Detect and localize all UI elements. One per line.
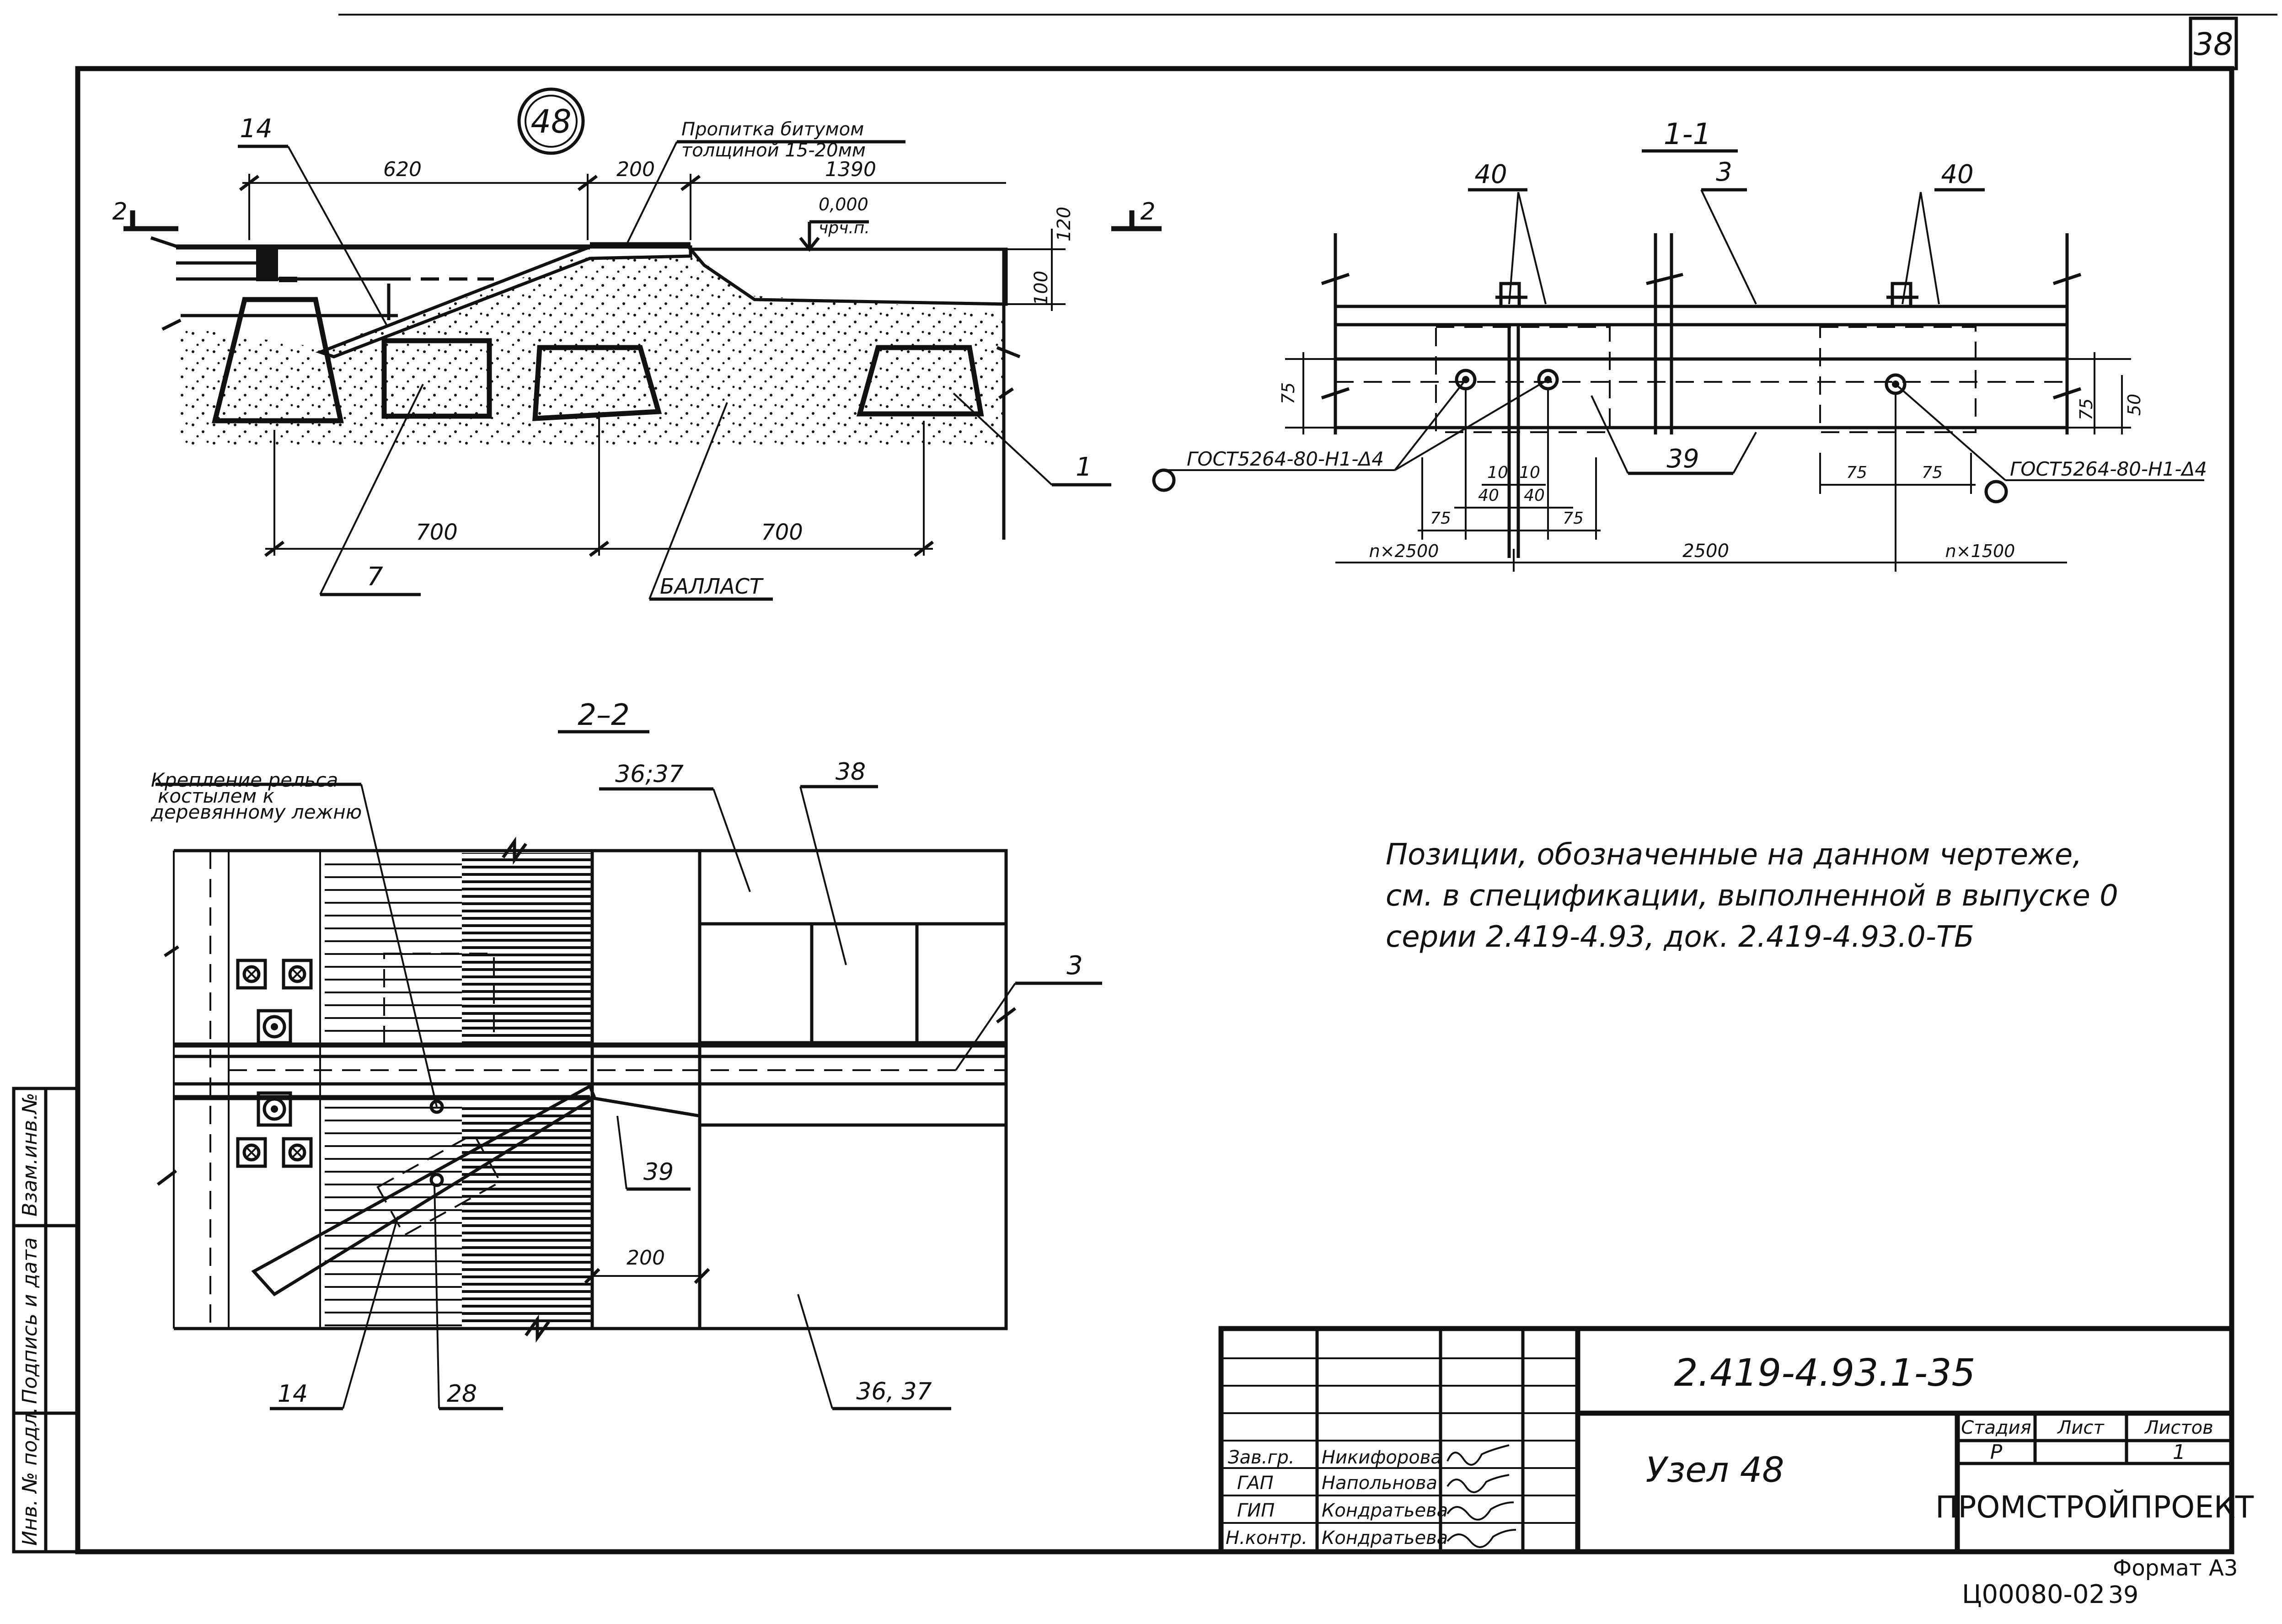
section48-cut-right: 2 bbox=[1140, 198, 1155, 225]
tb-sheet-header: Лист bbox=[2057, 1417, 2105, 1438]
tb-stage-header: Стадия bbox=[1961, 1417, 2031, 1438]
section11-pos-40-right: 40 bbox=[1941, 160, 1973, 189]
section22-title: 2–2 bbox=[578, 698, 629, 732]
section-48: 2 2 620 200 1390 100 120 700 700 14 bbox=[112, 114, 1162, 601]
section48-cut-left: 2 bbox=[112, 198, 127, 225]
section22-pos-3: 3 bbox=[1066, 951, 1083, 981]
section22-rail-fix-line2: костылем к bbox=[158, 785, 275, 807]
tb-drawing-title: Узел 48 bbox=[1646, 1449, 1784, 1490]
section11-dim-40b: 40 bbox=[1524, 486, 1545, 505]
section22-pos-14: 14 bbox=[278, 1380, 308, 1408]
section48-dim-700-right: 700 bbox=[761, 520, 803, 545]
section48-dim-700-left: 700 bbox=[416, 520, 458, 545]
section11-dim-75b: 75 bbox=[1563, 509, 1584, 528]
tb-role-1: ГАП bbox=[1237, 1473, 1274, 1494]
tb-sheets-header: Листов bbox=[2144, 1417, 2213, 1438]
tb-name-1: Напольнова bbox=[1322, 1473, 1437, 1494]
section48-level-value: 0,000 bbox=[819, 194, 868, 214]
signature-2 bbox=[1446, 1501, 1514, 1521]
section22-dim-200: 200 bbox=[627, 1246, 665, 1270]
section11-title: 1-1 bbox=[1664, 118, 1712, 151]
section48-bitumen-line1: Пропитка битумом bbox=[681, 119, 864, 140]
section22-pos-39: 39 bbox=[643, 1158, 674, 1186]
section48-level-label: чрч.п. bbox=[819, 219, 870, 237]
section48-pos-7: 7 bbox=[367, 562, 383, 592]
section48-bitumen-line2: толщиной 15-20мм bbox=[681, 140, 866, 161]
section22-pos-36-37-bottom: 36, 37 bbox=[856, 1378, 932, 1405]
section-1-1: 1-1 bbox=[1152, 118, 2207, 572]
stamp-inv-repl: Взам.инв.№ bbox=[18, 1093, 42, 1217]
section11-dim-40a: 40 bbox=[1478, 486, 1499, 505]
tb-name-2: Кондратьева bbox=[1322, 1500, 1448, 1521]
section11-dim-75-left: 75 bbox=[1278, 382, 1298, 404]
section48-dim-1390: 1390 bbox=[825, 158, 876, 181]
section-2-2: 2–2 bbox=[150, 698, 1102, 1410]
section11-dim-75-right: 75 bbox=[2076, 398, 2096, 420]
section22-pos-36-37-top: 36;37 bbox=[615, 761, 684, 788]
section11-dim-50: 50 bbox=[2124, 394, 2144, 416]
signature-1 bbox=[1446, 1474, 1510, 1493]
tb-role-2: ГИП bbox=[1237, 1500, 1275, 1521]
section11-gost-right: ГОСТ5264-80-Н1-Δ4 bbox=[2010, 458, 2207, 480]
bottom-codes: Формат А3 Ц00080-02 39 bbox=[1962, 1555, 2238, 1609]
section11-dim-75c: 75 bbox=[1846, 463, 1867, 482]
tb-role-3: Н.контр. bbox=[1226, 1528, 1307, 1549]
signature-0 bbox=[1446, 1444, 1510, 1466]
note-line1: Позиции, обозначенные на данном чертеже, bbox=[1386, 838, 2082, 872]
general-note: Позиции, обозначенные на данном чертеже,… bbox=[1386, 838, 2118, 954]
section48-ballast: БАЛЛАСТ bbox=[660, 574, 764, 599]
section11-dim-75a: 75 bbox=[1430, 509, 1451, 528]
section48-dim-120: 120 bbox=[1054, 207, 1075, 241]
tb-stage-value: Р bbox=[1990, 1441, 2003, 1464]
section11-pos-3: 3 bbox=[1716, 157, 1732, 187]
section48-dim-200: 200 bbox=[616, 158, 655, 181]
section11-dim-10b: 10 bbox=[1519, 463, 1540, 482]
section11-pos-39: 39 bbox=[1666, 444, 1699, 474]
section22-rail-fix-line1: Крепление рельса bbox=[151, 769, 338, 791]
tb-name-3: Кондратьева bbox=[1322, 1528, 1448, 1549]
section11-dim-2500: 2500 bbox=[1682, 541, 1729, 562]
section48-dim-100: 100 bbox=[1031, 271, 1052, 306]
page-number: 38 bbox=[2194, 27, 2234, 63]
section22-pos-38: 38 bbox=[836, 758, 866, 786]
note-line3: серии 2.419-4.93, док. 2.419-4.93.0-ТБ bbox=[1386, 920, 1974, 954]
frame: 38 bbox=[75, 14, 2277, 1554]
section11-dim-n1500: n×1500 bbox=[1945, 541, 2015, 561]
node-callout-number: 48 bbox=[530, 103, 571, 140]
tb-sheets-value: 1 bbox=[2173, 1441, 2186, 1464]
node-callout: 48 bbox=[517, 87, 585, 155]
tb-name-0: Никифорова bbox=[1322, 1447, 1442, 1468]
section11-gost-left: ГОСТ5264-80-Н1-Δ4 bbox=[1187, 448, 1384, 470]
stamp-sign-date: Подпись и дата bbox=[18, 1238, 42, 1404]
section48-dim-620: 620 bbox=[383, 158, 422, 181]
tb-role-0: Зав.гр. bbox=[1228, 1447, 1295, 1468]
stamp-inv-orig: Инв. № подл. bbox=[18, 1407, 42, 1546]
tb-organization: ПРОМСТРОЙПРОЕКТ bbox=[1935, 1489, 2254, 1525]
section48-pos-14: 14 bbox=[240, 114, 272, 144]
section11-dim-n2500: n×2500 bbox=[1369, 541, 1439, 561]
section11-dim-75d: 75 bbox=[1922, 463, 1943, 482]
tb-designation: 2.419-4.93.1-35 bbox=[1674, 1351, 1975, 1395]
bottom-code: Ц00080-02 bbox=[1962, 1580, 2105, 1609]
section11-dim-10a: 10 bbox=[1487, 463, 1508, 482]
section11-pos-40-left: 40 bbox=[1474, 160, 1507, 189]
signature-3 bbox=[1446, 1529, 1516, 1548]
title-block: Зав.гр. ГАП ГИП Н.контр. Никифорова Напо… bbox=[1218, 1326, 2254, 1554]
section22-pos-28: 28 bbox=[447, 1380, 477, 1408]
section22-rail-fix-line3: деревянному лежню bbox=[150, 801, 362, 823]
format-label: Формат А3 bbox=[2113, 1555, 2238, 1581]
section48-pos-1: 1 bbox=[1076, 452, 1092, 482]
note-line2: см. в спецификации, выполненной в выпуск… bbox=[1386, 879, 2118, 913]
side-stamp: Взам.инв.№ Подпись и дата Инв. № подл. bbox=[12, 1087, 80, 1554]
bottom-page: 39 bbox=[2108, 1581, 2138, 1609]
